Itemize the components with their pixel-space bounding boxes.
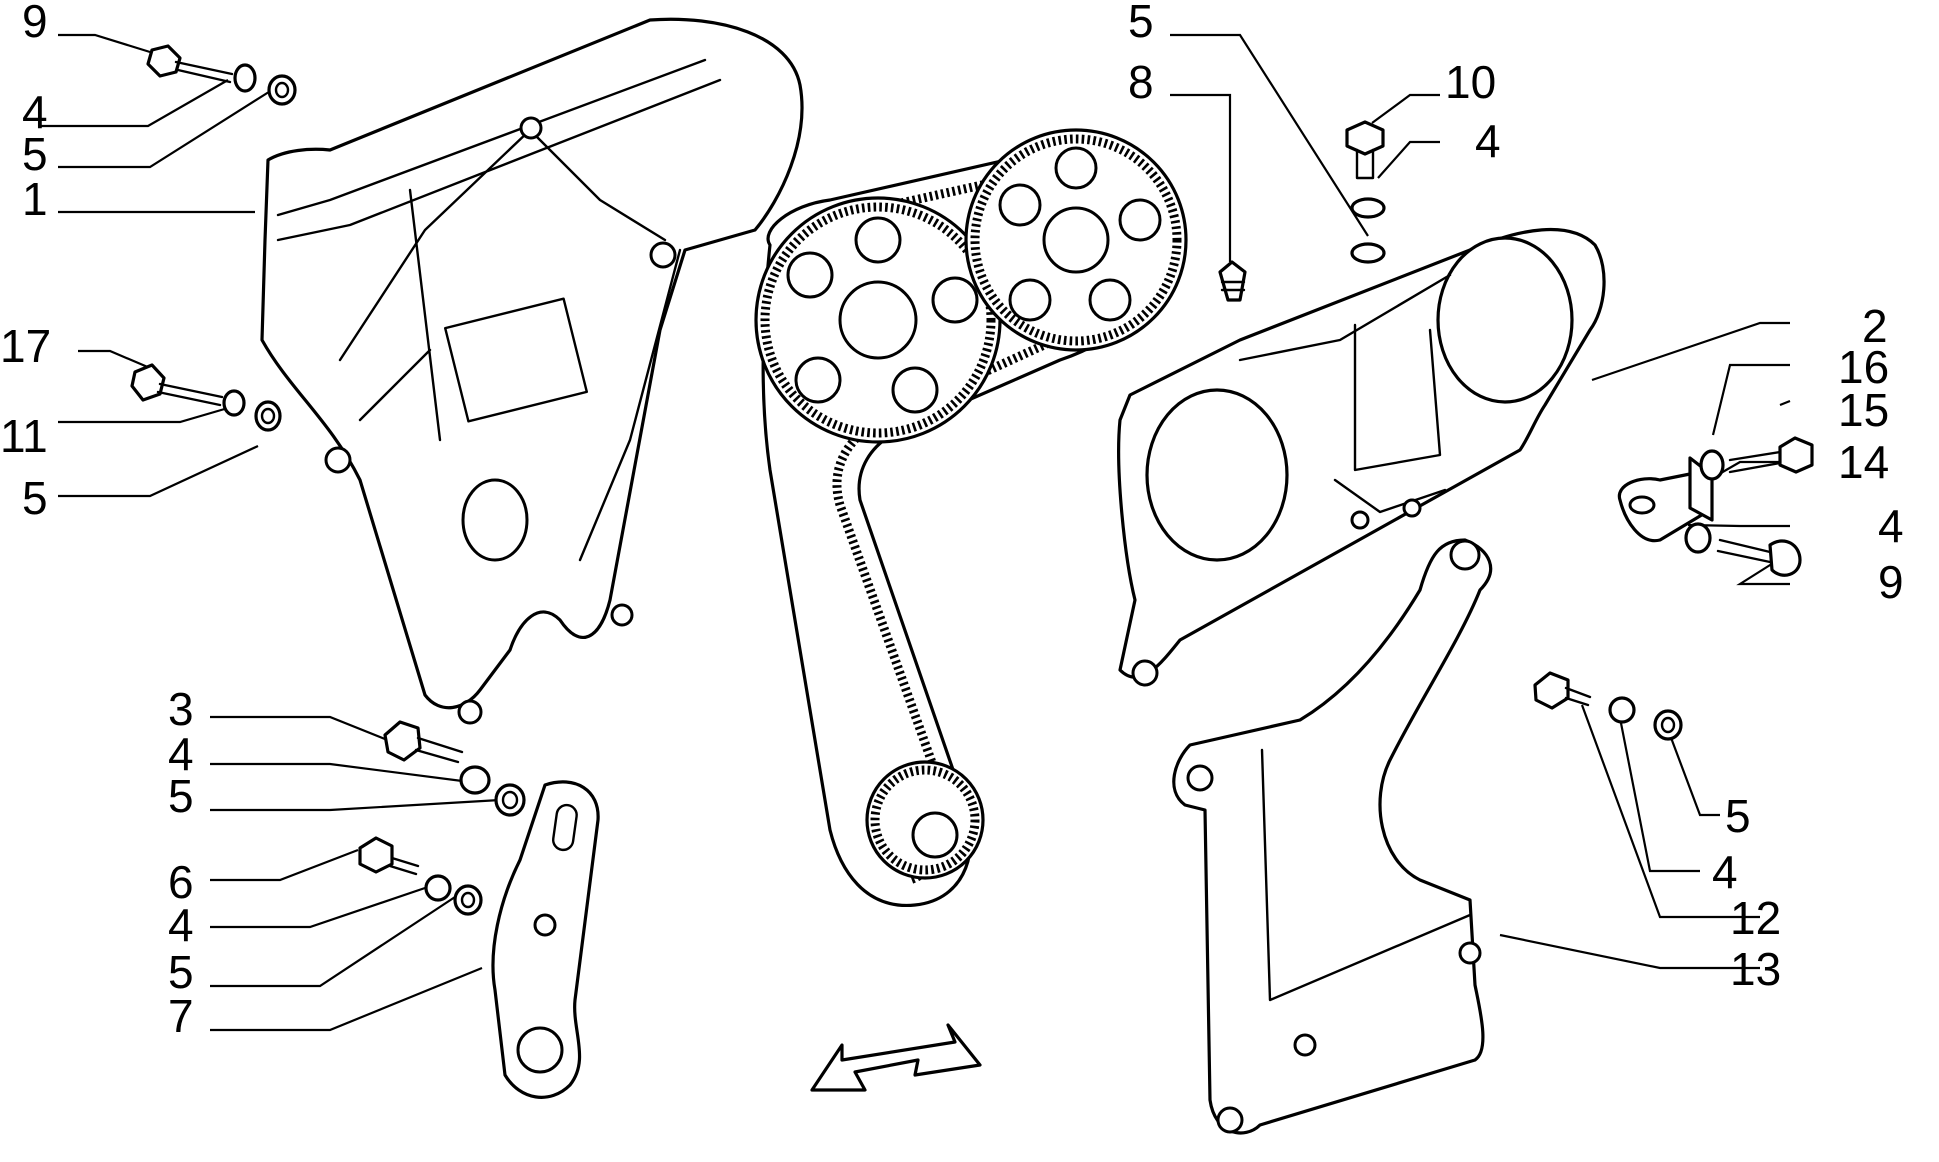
callout-15: 15: [1838, 384, 1889, 436]
callout-14: 14: [1838, 436, 1889, 488]
callout-11: 11: [0, 410, 48, 462]
callout-4-rlow: 4: [1712, 846, 1738, 898]
callout-5-low: 5: [168, 770, 194, 822]
callout-6: 6: [168, 856, 194, 908]
pin-8: [1218, 260, 1247, 302]
callout-3: 3: [168, 683, 194, 735]
bolt-3: [383, 720, 526, 817]
callout-labels: 9 4 5 1 17 11 5 3 4 5 6 4 5 7 5 8 10 4 2…: [0, 0, 1904, 1042]
upper-timing-cover: [260, 17, 804, 725]
callout-17: 17: [0, 320, 51, 372]
callout-4-right: 4: [1475, 115, 1501, 167]
bolt-9-right: [1684, 522, 1802, 577]
callout-5-mid: 5: [22, 472, 48, 524]
callout-16: 16: [1838, 341, 1889, 393]
callout-8: 8: [1128, 56, 1154, 108]
callout-10: 10: [1445, 56, 1496, 108]
front-direction-arrow-icon: [810, 1023, 982, 1092]
callout-9-top: 9: [22, 0, 48, 47]
bolt-10: [1345, 120, 1386, 264]
callout-12: 12: [1730, 892, 1781, 944]
callout-7: 7: [168, 990, 194, 1042]
callout-2: 2: [1862, 300, 1888, 352]
bolt-12: [1533, 671, 1683, 741]
mount-bracket-13: [1172, 538, 1493, 1135]
bolt-15: [1699, 436, 1814, 481]
callout-9-right: 9: [1878, 556, 1904, 608]
rear-timing-cover: [1117, 227, 1606, 687]
callout-4-low: 4: [168, 728, 194, 780]
callout-4-bot: 4: [168, 899, 194, 951]
callout-13: 13: [1730, 943, 1781, 995]
callout-4-right2: 4: [1878, 500, 1904, 552]
bolt-17: [130, 363, 282, 432]
timing-belt-assembly: [754, 128, 1188, 907]
callout-5-top: 5: [22, 128, 48, 180]
bolt-9-top: [146, 44, 297, 106]
bolt-6: [358, 836, 483, 916]
tensioner-bracket-7: [491, 780, 600, 1099]
callout-5-bot: 5: [168, 946, 194, 998]
callout-5-rlow: 5: [1725, 790, 1751, 842]
callout-4-top: 4: [22, 86, 48, 138]
callout-1: 1: [22, 173, 48, 225]
callout-5-right: 5: [1128, 0, 1154, 47]
